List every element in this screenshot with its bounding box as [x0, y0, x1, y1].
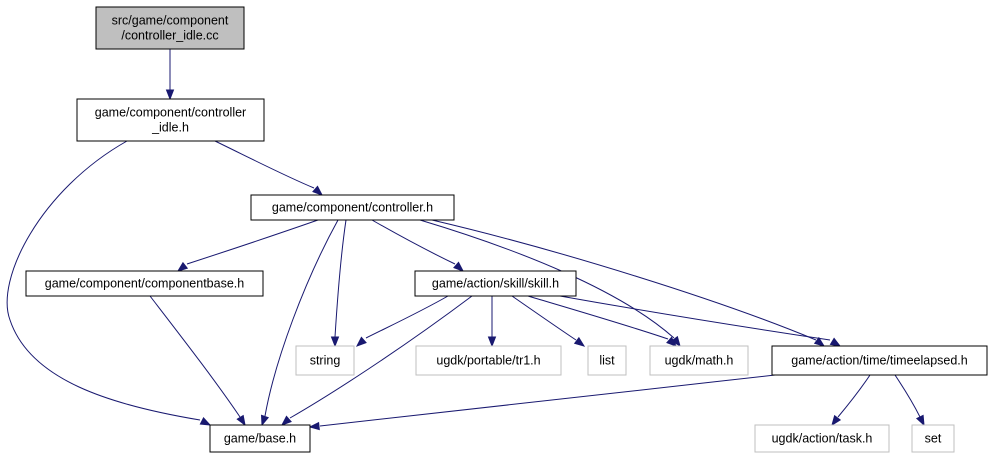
node-box	[911, 424, 955, 453]
node-label: game/action/skill/skill.h	[432, 277, 559, 291]
node-box	[415, 345, 562, 376]
node-box	[76, 98, 265, 142]
node-label: game/base.h	[224, 432, 296, 446]
edge-line	[837, 374, 871, 418]
edge-componentbase_h-to-base_h	[149, 295, 246, 427]
edge-line	[371, 219, 456, 265]
edge-arrowhead	[165, 89, 175, 101]
edge-skill_h-to-base_h	[280, 295, 473, 426]
edge-arrowhead	[829, 337, 842, 347]
node-label: string	[310, 354, 341, 368]
node-timeelapsed-h[interactable]: game/action/time/timeelapsed.h	[771, 345, 988, 376]
edge-controller_h-to-timeelapsed_h	[431, 219, 826, 347]
node-box	[25, 270, 264, 297]
node-label: game/action/time/timeelapsed.h	[791, 354, 968, 368]
edge-arrowhead	[915, 414, 925, 427]
edge-arrowhead	[280, 415, 292, 426]
node-math-h: ugdk/math.h	[649, 345, 749, 376]
node-label: list	[599, 354, 615, 368]
edge-arrowhead	[176, 261, 189, 272]
edge-arrowhead	[199, 416, 212, 426]
edge-skill_h-to-math_h	[527, 295, 678, 347]
edge-ctrl_idle_h-to-controller_h	[214, 140, 324, 196]
edge-line	[559, 295, 831, 341]
node-label: game/component/controller.h	[272, 201, 433, 215]
node-box	[587, 345, 627, 376]
edge-arrowhead	[355, 336, 367, 347]
edge-line	[319, 374, 776, 427]
edge-arrowhead	[236, 414, 246, 427]
node-label: ugdk/portable/tr1.h	[436, 354, 540, 368]
node-tr1-h: ugdk/portable/tr1.h	[415, 345, 562, 376]
edge-arrowhead	[813, 336, 826, 347]
edge-line	[264, 219, 339, 417]
node-label: game/component/componentbase.h	[45, 277, 244, 291]
node-base-h[interactable]: game/base.h	[209, 424, 311, 453]
node-list: list	[587, 345, 627, 376]
node-box	[754, 424, 890, 453]
node-string: string	[295, 345, 355, 376]
edge-line	[334, 219, 347, 338]
edge-line	[6, 140, 201, 421]
edge-line	[527, 295, 669, 340]
node-label: ugdk/math.h	[665, 354, 734, 368]
edge-controller_h-to-string	[330, 219, 347, 348]
edge-line	[894, 374, 921, 418]
edge-arrowhead	[330, 336, 340, 348]
edge-arrowhead	[670, 335, 681, 348]
edge-skill_h-to-timeelapsed_h	[559, 295, 842, 347]
edge-arrowhead	[260, 414, 270, 427]
node-box	[250, 194, 455, 221]
edge-line	[214, 140, 315, 189]
nodes-layer: src/game/component/controller_idle.ccgam…	[25, 6, 988, 453]
edge-skill_h-to-tr1_h	[487, 296, 497, 348]
node-label: set	[925, 432, 942, 446]
node-task-h: ugdk/action/task.h	[754, 424, 890, 453]
edge-arrowhead	[831, 414, 842, 427]
edge-arrowhead	[573, 336, 586, 347]
node-box	[209, 424, 311, 453]
node-box	[414, 270, 577, 297]
edge-controller_h-to-skill_h	[371, 219, 465, 272]
edge-timeelapsed_h-to-task_h	[831, 374, 871, 427]
edge-ctrl_idle_h-to-base_h	[6, 140, 212, 426]
edge-line	[186, 219, 319, 265]
node-label: _idle.h	[151, 121, 189, 135]
edge-arrowhead	[487, 336, 497, 348]
node-box	[771, 345, 988, 376]
edge-line	[149, 295, 241, 418]
edge-line	[431, 219, 817, 341]
node-label: src/game/component	[112, 14, 229, 28]
node-root[interactable]: src/game/component/controller_idle.cc	[95, 6, 245, 50]
edge-line	[511, 295, 577, 341]
edge-arrowhead	[312, 185, 324, 196]
edge-root-to-ctrl_idle_h	[165, 49, 175, 101]
edge-arrowhead	[453, 261, 465, 272]
node-box	[95, 6, 245, 50]
node-label: game/component/controller	[95, 106, 246, 120]
node-label: /controller_idle.cc	[121, 29, 218, 43]
node-box	[649, 345, 749, 376]
edge-skill_h-to-string	[355, 295, 449, 347]
edge-timeelapsed_h-to-base_h	[308, 374, 776, 431]
edge-timeelapsed_h-to-set	[894, 374, 925, 427]
node-controller-h[interactable]: game/component/controller.h	[250, 194, 455, 221]
node-set: set	[911, 424, 955, 453]
edge-line	[289, 295, 473, 419]
edge-arrowhead	[308, 421, 320, 431]
node-ctrl-idle-h[interactable]: game/component/controller_idle.h	[76, 98, 265, 142]
edge-arrowhead	[666, 336, 678, 347]
node-label: ugdk/action/task.h	[772, 432, 873, 446]
edge-controller_h-to-componentbase_h	[176, 219, 319, 272]
node-skill-h[interactable]: game/action/skill/skill.h	[414, 270, 577, 297]
edge-skill_h-to-list	[511, 295, 586, 347]
edge-line	[365, 295, 449, 339]
node-box	[295, 345, 355, 376]
edge-controller_h-to-base_h	[260, 219, 339, 427]
node-componentbase-h[interactable]: game/component/componentbase.h	[25, 270, 264, 297]
